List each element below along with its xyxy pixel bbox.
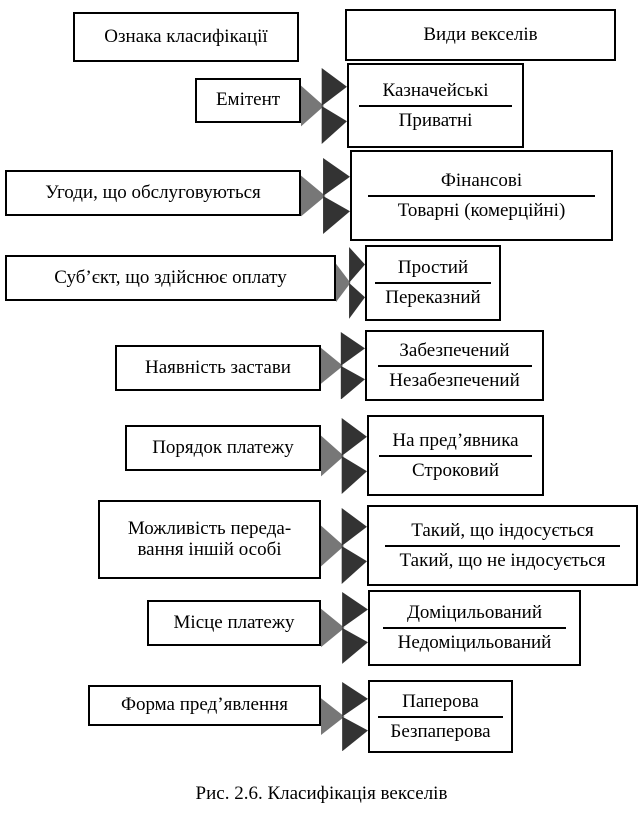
- feature-header-label: Ознака класифікації: [104, 25, 268, 47]
- feature-header: Ознака класифікації: [73, 12, 299, 62]
- arrow-head-bottom: [341, 545, 367, 584]
- arrow-shaft: [301, 175, 326, 216]
- divider: [374, 282, 492, 284]
- feature-box: Порядок платежу: [125, 425, 321, 471]
- type-label: Безпаперова: [390, 720, 491, 742]
- arrow-head-bottom: [340, 365, 365, 400]
- double-arrow-icon: [321, 331, 365, 400]
- arrow-head-top: [341, 417, 367, 456]
- type-label: Такий, що не індосується: [399, 549, 606, 571]
- figure-caption: Рис. 2.6. Класифікація векселів: [195, 783, 448, 804]
- types-box: Казначейські Приватні: [347, 63, 524, 148]
- divider: [367, 194, 596, 197]
- arrow-shaft: [321, 525, 344, 566]
- types-header: Види векселів: [345, 9, 616, 61]
- type-label: Фінансові: [440, 169, 523, 191]
- arrow-head-bottom: [342, 716, 368, 752]
- feature-label: Можливість переда-вання іншій особі: [127, 517, 292, 560]
- type-label: Недоміцильований: [397, 632, 552, 653]
- double-arrow-icon: [301, 67, 347, 144]
- types-box: На пред’явника Строковий: [367, 415, 544, 496]
- divider: [377, 364, 532, 367]
- type-label: Доміцильований: [406, 602, 543, 623]
- divider: [379, 454, 532, 457]
- double-arrow-icon: [321, 592, 368, 664]
- arrow-head-top: [341, 507, 367, 546]
- double-arrow-icon: [321, 507, 367, 584]
- type-label: Казначейські: [382, 79, 489, 101]
- types-box: Простий Переказний: [365, 245, 501, 321]
- arrow-head-bottom: [323, 195, 350, 234]
- type-label: Строковий: [411, 459, 500, 481]
- types-box: Фінансові Товарні (комерційні): [350, 150, 613, 241]
- feature-box: Угоди, що обслуговуються: [5, 170, 301, 216]
- feature-label: Місце платежу: [173, 611, 295, 633]
- arrow-head-bottom: [341, 455, 367, 494]
- feature-box: Форма пред’явлення: [88, 685, 321, 726]
- type-label: Незабезпечений: [389, 369, 520, 391]
- divider: [385, 544, 620, 547]
- type-label: Забезпечений: [399, 339, 510, 361]
- arrow-shaft: [321, 347, 343, 384]
- divider: [382, 627, 567, 629]
- divider: [378, 715, 503, 718]
- types-box: Доміцильований Недоміцильований: [368, 590, 581, 666]
- arrow-shaft: [321, 698, 345, 735]
- arrow-head-top: [342, 681, 368, 717]
- arrow-head-top: [340, 331, 365, 366]
- feature-label: Порядок платежу: [152, 436, 294, 458]
- feature-box: Емітент: [195, 78, 301, 123]
- type-label: Переказний: [385, 287, 481, 308]
- double-arrow-icon: [301, 157, 350, 234]
- feature-box: Місце платежу: [147, 600, 321, 646]
- arrow-shaft: [321, 435, 344, 476]
- feature-box: Можливість переда-вання іншій особі: [98, 500, 321, 579]
- arrow-head-top: [321, 67, 347, 106]
- type-label: Простий: [397, 257, 469, 278]
- arrow-head-bottom: [321, 105, 347, 144]
- arrow-head-bottom: [349, 282, 365, 319]
- feature-box: Суб’єкт, що здійснює оплату: [5, 255, 336, 301]
- double-arrow-icon: [336, 247, 365, 319]
- feature-label: Форма пред’явлення: [120, 694, 289, 716]
- arrow-head-top: [349, 247, 365, 283]
- types-box: Такий, що індосується Такий, що не індос…: [367, 505, 638, 586]
- arrow-shaft: [301, 85, 324, 126]
- feature-label: Наявність застави: [145, 356, 291, 378]
- arrow-head-top: [342, 592, 368, 628]
- type-label: Товарні (комерційні): [397, 199, 566, 221]
- types-box: Паперова Безпаперова: [368, 680, 513, 753]
- types-header-label: Види векселів: [423, 23, 538, 45]
- type-label: На пред’явника: [392, 429, 519, 451]
- type-label: Паперова: [402, 690, 479, 712]
- double-arrow-icon: [321, 681, 368, 752]
- arrow-head-top: [323, 157, 350, 196]
- arrow-head-bottom: [342, 627, 368, 664]
- divider: [359, 104, 512, 107]
- feature-box: Наявність застави: [115, 345, 321, 391]
- types-box: Забезпечений Незабезпечений: [365, 330, 544, 401]
- feature-label: Угоди, що обслуговуються: [45, 181, 261, 203]
- arrow-shaft: [321, 608, 345, 648]
- double-arrow-icon: [321, 417, 367, 494]
- arrow-shaft: [336, 263, 351, 303]
- type-label: Приватні: [398, 109, 473, 131]
- feature-label: Суб’єкт, що здійснює оплату: [54, 266, 287, 288]
- feature-label: Емітент: [215, 89, 281, 111]
- type-label: Такий, що індосується: [411, 519, 594, 541]
